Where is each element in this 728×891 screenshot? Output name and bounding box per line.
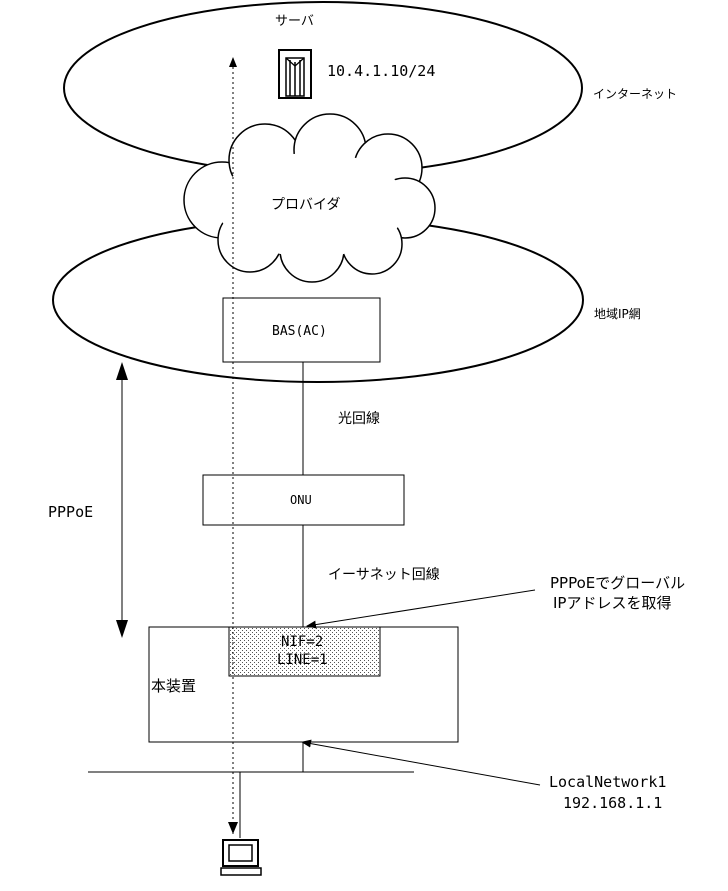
device-label: 本装置 bbox=[151, 677, 196, 695]
regional-network-label: 地域IP網 bbox=[594, 307, 641, 321]
provider-cloud-core bbox=[217, 153, 407, 257]
ethernet-line-label: イーサネット回線 bbox=[328, 567, 440, 583]
traffic-path-bottom-arrow bbox=[228, 822, 238, 834]
onu-label: ONU bbox=[290, 493, 312, 507]
internet-label: インターネット bbox=[593, 87, 677, 101]
server-icon bbox=[278, 49, 312, 99]
fiber-line-label: 光回線 bbox=[338, 411, 380, 427]
server-address: 10.4.1.10/24 bbox=[327, 62, 435, 80]
line-label: LINE=1 bbox=[277, 652, 328, 668]
global-callout-line2: IPアドレスを取得 bbox=[553, 594, 671, 612]
bas-label: BAS(AC) bbox=[272, 324, 327, 339]
nif-interface-box bbox=[228, 626, 381, 677]
pppoe-label: PPPoE bbox=[48, 503, 93, 521]
pppoe-arrow-top bbox=[116, 362, 128, 380]
server-label: サーバ bbox=[275, 14, 314, 29]
local-callout-line2: 192.168.1.1 bbox=[563, 794, 662, 812]
onu-box bbox=[202, 474, 405, 526]
pc-icon bbox=[220, 839, 262, 876]
nif-label: NIF=2 bbox=[281, 634, 323, 650]
global-callout-line1: PPPoEでグローバル bbox=[550, 574, 685, 592]
local-callout-line1: LocalNetwork1 bbox=[549, 773, 666, 791]
pppoe-arrow-bottom bbox=[116, 620, 128, 638]
local-callout-arrow bbox=[301, 739, 541, 786]
global-callout-arrow bbox=[306, 589, 536, 629]
provider-label: プロバイダ bbox=[271, 197, 340, 213]
bas-box bbox=[222, 297, 381, 363]
